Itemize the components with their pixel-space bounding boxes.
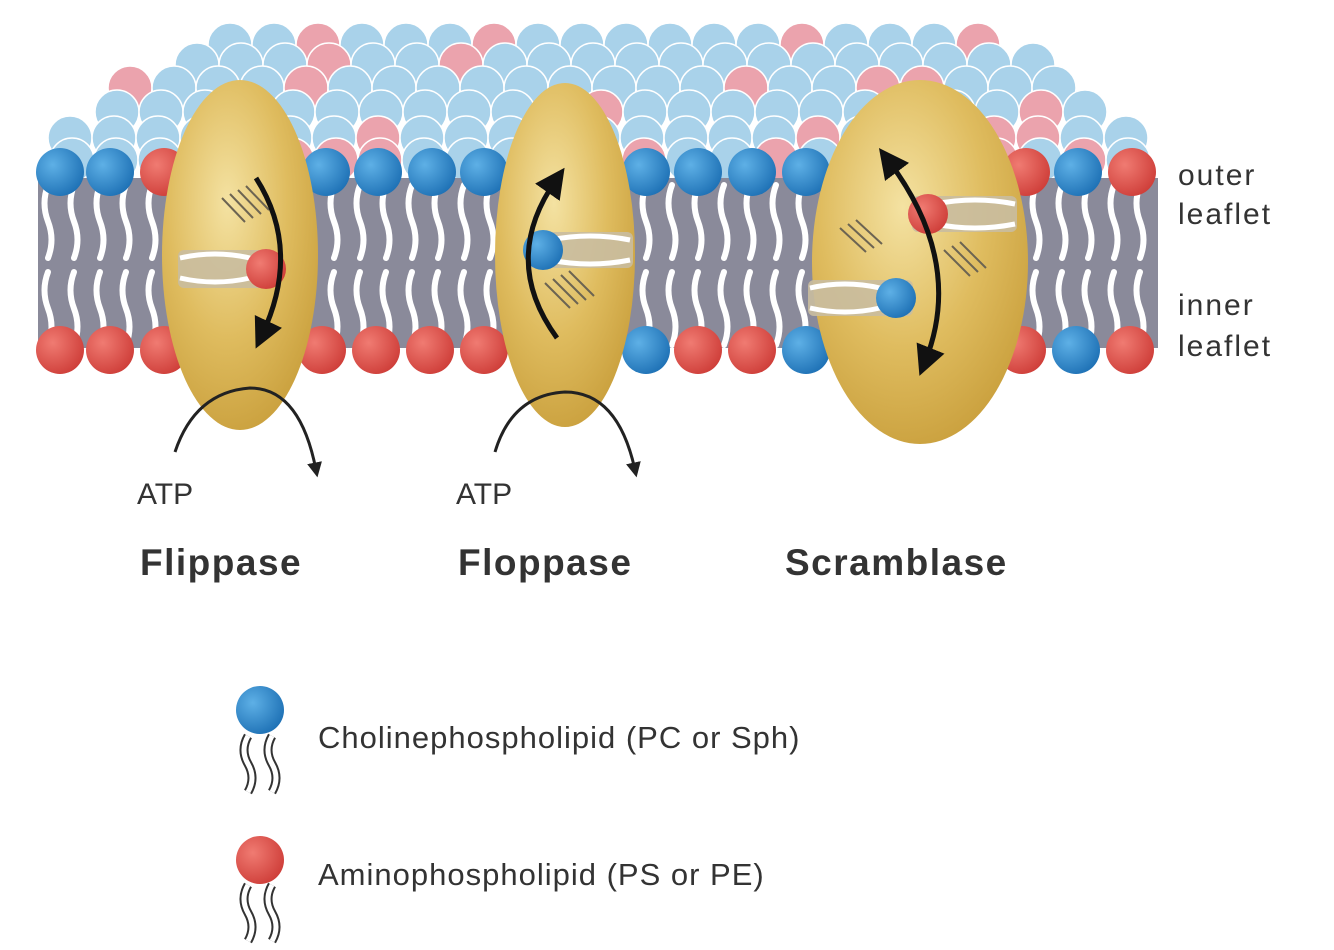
legend-amino-icon: [236, 836, 284, 944]
choline-head-group: [86, 148, 134, 196]
lipid-tail: [405, 182, 419, 261]
legend-choline-label: Cholinephospholipid (PC or Sph): [318, 720, 800, 755]
lipid-tail: [457, 182, 471, 261]
lipid-tail: [67, 182, 81, 261]
choline-head-group: [622, 326, 670, 374]
choline-head-group: [36, 148, 84, 196]
lipid-tail: [1133, 182, 1147, 261]
flipping-lipid: [178, 249, 286, 289]
outer-leaflet-label-line2: leaflet: [1178, 198, 1272, 231]
choline-head-group: [782, 148, 830, 196]
lipid-tail: [743, 182, 757, 261]
choline-head-group: [354, 148, 402, 196]
lipid-tail: [665, 269, 679, 348]
flip-arrow: [253, 176, 283, 349]
lipid-tail: [1029, 182, 1043, 261]
lipid-tail: [769, 182, 783, 261]
lipid-tail: [795, 182, 809, 261]
amino-head-group: [460, 326, 508, 374]
floppase-label: Floppase: [458, 542, 632, 583]
choline-head-group: [302, 148, 350, 196]
lipid-tail: [119, 269, 133, 348]
flippase-atp-arrow: [173, 386, 322, 478]
lipid-tail: [1107, 182, 1121, 261]
floppase-atp-label: ATP: [456, 478, 512, 511]
choline-head-group: [782, 326, 830, 374]
flop-arrow: [525, 167, 565, 340]
scramblase-protein: [808, 80, 1028, 444]
amino-head-group: [406, 326, 454, 374]
flippase-protein: [162, 80, 318, 430]
inner-leaflet-label-line2: leaflet: [1178, 330, 1272, 363]
outer-leaflet-heads: [36, 148, 1156, 196]
lipid-tail: [379, 182, 393, 261]
legend-choline-icon: [236, 686, 284, 795]
lipid-tail: [1055, 182, 1069, 261]
lipid-tail: [1081, 182, 1095, 261]
amino-head-group: [728, 326, 776, 374]
choline-head-group: [460, 148, 508, 196]
amino-head-group: [86, 326, 134, 374]
lipid-tail: [769, 269, 783, 348]
legend: Cholinephospholipid (PC or Sph) Aminopho…: [236, 686, 800, 944]
lipid-tail: [327, 182, 341, 261]
scrambled-lipid-choline: [808, 278, 916, 318]
amino-head-group: [36, 326, 84, 374]
amino-head-group: [298, 326, 346, 374]
amino-head-group: [674, 326, 722, 374]
outer-leaflet-label-line1: outer: [1178, 159, 1256, 192]
legend-amino-label: Aminophospholipid (PS or PE): [318, 857, 765, 892]
amino-head-group: [1108, 148, 1156, 196]
choline-head-group: [728, 148, 776, 196]
choline-head-group: [674, 148, 722, 196]
amino-head-group: [352, 326, 400, 374]
lipid-tail: [717, 182, 731, 261]
floppase-atp-arrow: [493, 390, 641, 478]
lipid-tail: [717, 269, 731, 348]
choline-head-group: [408, 148, 456, 196]
lipid-tail: [41, 182, 55, 261]
choline-head-group: [1054, 148, 1102, 196]
inner-leaflet-label-line1: inner: [1178, 289, 1255, 322]
lipid-tail: [353, 182, 367, 261]
flopping-lipid: [523, 230, 633, 270]
amino-head-group: [1106, 326, 1154, 374]
lipid-tail: [665, 182, 679, 261]
scramble-arrow: [878, 148, 945, 376]
choline-head-group: [1052, 326, 1100, 374]
scramblase-label: Scramblase: [785, 542, 1008, 583]
flippase-atp-label: ATP: [137, 478, 193, 511]
lipid-tail: [145, 182, 159, 261]
floppase-protein: [495, 83, 635, 427]
lipid-tail: [119, 182, 133, 261]
flippase-label: Flippase: [140, 542, 302, 583]
choline-head-group: [622, 148, 670, 196]
lipid-tail: [93, 182, 107, 261]
